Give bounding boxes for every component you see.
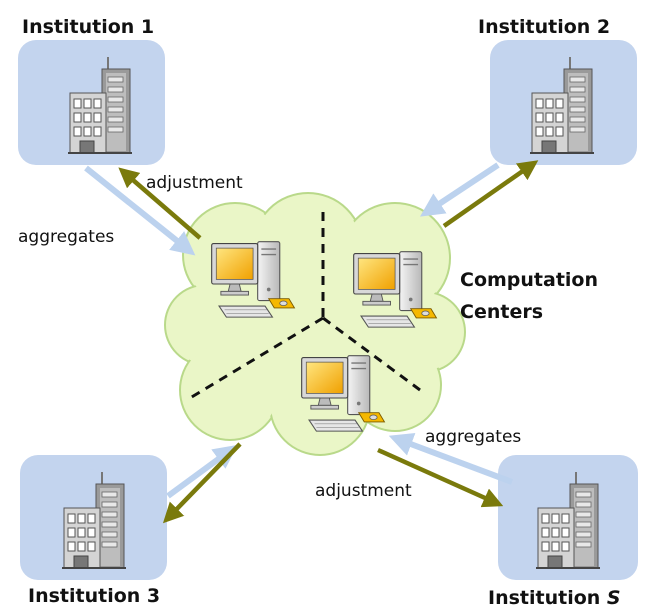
aggregate-arrow-3 xyxy=(166,444,238,499)
adjustment-arrow-3 xyxy=(162,442,242,524)
computation-centers-label-line1: Computation xyxy=(460,269,598,291)
arrows xyxy=(84,160,539,524)
partition-lines xyxy=(189,212,421,400)
adjustment-label-top: adjustment xyxy=(146,173,243,193)
aggregates-label-bottom: aggregates xyxy=(425,427,521,447)
adjustment-label-bottom: adjustment xyxy=(315,481,412,501)
adjustment-arrow-2 xyxy=(442,160,539,228)
institution-s-label: Institution S xyxy=(488,587,621,609)
aggregate-arrow-2 xyxy=(419,162,500,217)
institution-s-label-italic: S xyxy=(607,587,621,609)
institution-s-box xyxy=(498,455,638,580)
aggregate-arrow-s xyxy=(388,432,514,485)
institution-1-label: Institution 1 xyxy=(22,16,154,38)
adjustment-arrow-1 xyxy=(118,167,202,240)
institution-3-label: Institution 3 xyxy=(28,585,160,607)
aggregates-label-top: aggregates xyxy=(18,227,114,247)
institution-1-box xyxy=(18,40,165,165)
institution-3-box xyxy=(20,455,167,580)
institution-s-label-text: Institution xyxy=(488,587,607,609)
computation-centers-label-line2: Centers xyxy=(460,301,543,323)
institution-2-label: Institution 2 xyxy=(478,16,610,38)
adjustment-arrow-s xyxy=(377,447,504,508)
aggregate-arrow-1 xyxy=(84,165,196,256)
computation-cloud xyxy=(164,192,466,456)
institution-2-box xyxy=(490,40,637,165)
